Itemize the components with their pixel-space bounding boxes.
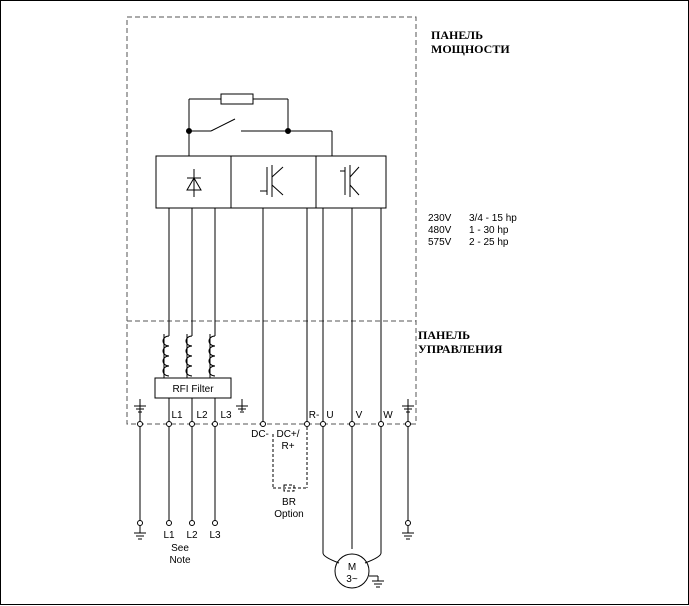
- ground-icon: [402, 526, 414, 540]
- brake-resistor-option: [272, 427, 308, 492]
- terminal-label-v: V: [356, 410, 363, 421]
- diode-icon: [186, 169, 202, 197]
- igbt-icon: [340, 165, 360, 197]
- supply-label-l2: L2: [186, 530, 198, 541]
- igbt-icon: [260, 165, 284, 197]
- see-note-label-2: Note: [169, 555, 191, 566]
- motor-phase-label: 3~: [346, 574, 358, 585]
- control-panel-title-1: ПАНЕЛЬ: [418, 328, 470, 342]
- terminal-label-dc-minus: DC-: [251, 429, 269, 440]
- terminal-label-r-plus: R+: [281, 441, 294, 452]
- rating-voltage: 230V: [428, 213, 452, 224]
- power-panel-boundary: [126, 16, 417, 425]
- control-panel-title-2: УПРАВЛЕНИЯ: [418, 342, 503, 356]
- switch-icon: [186, 118, 291, 134]
- see-note-label-1: See: [171, 543, 189, 554]
- supply-label-l3: L3: [209, 530, 221, 541]
- terminal-label-w: W: [383, 410, 393, 421]
- ground-icon: [134, 399, 146, 424]
- terminal-label-l3: L3: [220, 410, 232, 421]
- power-module: [155, 155, 387, 209]
- inductor-icon: [208, 334, 216, 378]
- option-label: Option: [274, 509, 303, 520]
- inductor-icon: [185, 334, 193, 378]
- motor-label: M: [348, 562, 356, 573]
- terminal-label-dc-plus: DC+/: [276, 429, 299, 440]
- power-panel-title-2: МОЩНОСТИ: [431, 42, 510, 56]
- terminal-label-r-minus: R-: [309, 410, 320, 421]
- terminal-label-u: U: [326, 410, 333, 421]
- inductor-icon: [162, 334, 170, 378]
- ground-icon: [369, 575, 384, 588]
- rating-hp: 1 - 30 hp: [469, 225, 509, 236]
- ground-icon: [236, 399, 248, 413]
- rfi-filter-label: RFI Filter: [172, 384, 214, 395]
- rfi-filter-box: [154, 377, 232, 399]
- resistor-icon: [189, 93, 288, 105]
- rating-hp: 3/4 - 15 hp: [469, 213, 517, 224]
- power-panel-title-1: ПАНЕЛЬ: [431, 28, 483, 42]
- rating-hp: 2 - 25 hp: [469, 237, 509, 248]
- rating-voltage: 480V: [428, 225, 452, 236]
- ground-icon: [134, 526, 146, 540]
- terminal-strip: [137, 421, 411, 427]
- ground-icon: [402, 399, 414, 424]
- terminal-label-l2: L2: [196, 410, 208, 421]
- supply-label-l1: L1: [163, 530, 175, 541]
- terminal-label-l1: L1: [171, 410, 183, 421]
- rating-voltage: 575V: [428, 237, 452, 248]
- motor-icon: [334, 553, 370, 589]
- br-label: BR: [282, 497, 296, 508]
